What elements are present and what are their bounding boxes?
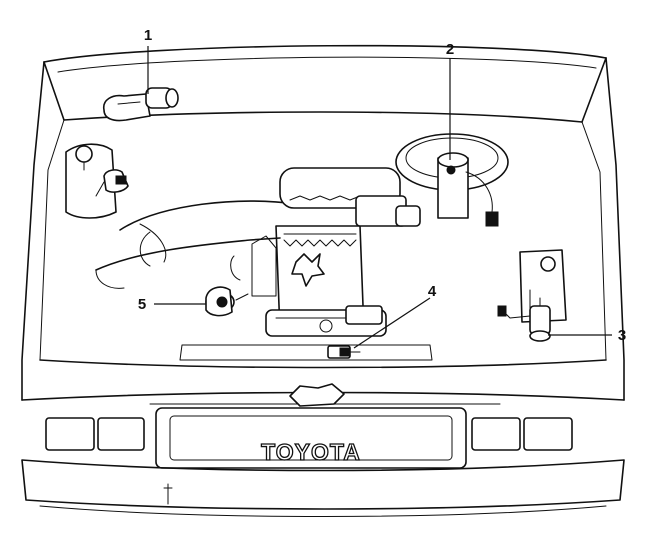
leader-4	[353, 297, 431, 349]
callout-1: 1	[144, 27, 152, 44]
callout-5: 5	[138, 296, 146, 313]
front-header	[21, 383, 625, 407]
left-sensor	[95, 169, 129, 197]
wiper-motor	[102, 87, 179, 122]
callout-3: 3	[618, 327, 626, 344]
callout-2: 2	[446, 41, 454, 58]
bumper	[21, 459, 625, 517]
brake-booster	[395, 133, 509, 227]
engine-sensor	[327, 345, 361, 359]
engine-bay-floor	[179, 344, 433, 361]
engine-block	[230, 167, 421, 333]
engine-lower	[265, 305, 387, 337]
brand-logo-text: TOYOTA	[261, 439, 361, 465]
battery	[519, 249, 567, 323]
distributor-sensor	[205, 286, 249, 317]
right-actuator	[497, 297, 551, 342]
callouts: 1 2 3 4 5	[138, 27, 626, 344]
washer-reservoir	[65, 143, 117, 219]
callout-4: 4	[428, 283, 437, 300]
leader-lines	[147, 46, 612, 349]
body-sides	[21, 57, 625, 401]
grille: TOYOTA	[155, 407, 467, 469]
headlights	[45, 417, 573, 451]
